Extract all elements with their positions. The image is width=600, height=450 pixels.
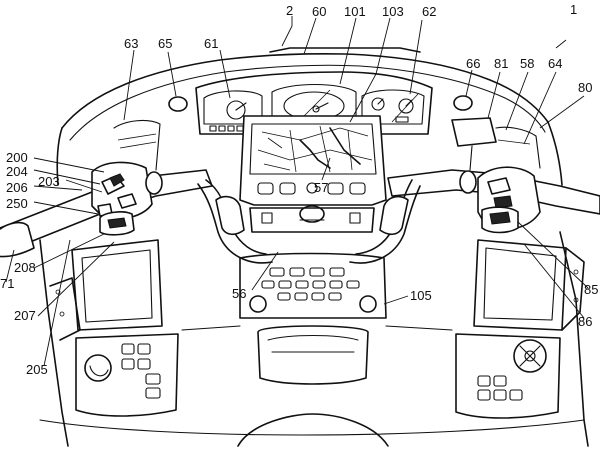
ref-label-101: 101 <box>344 4 366 19</box>
ref-label-62: 62 <box>422 4 436 19</box>
ref-label-206: 206 <box>6 180 28 195</box>
ref-label-103: 103 <box>382 4 404 19</box>
left-switch-unit <box>91 119 163 236</box>
ref-label-81: 81 <box>494 56 508 71</box>
center-gauge <box>271 83 357 123</box>
indicator-lamps <box>168 95 473 112</box>
ref-label-2: 2 <box>286 3 293 18</box>
console-buttons <box>249 267 377 313</box>
map-screen <box>257 125 373 173</box>
ref-label-63: 63 <box>124 36 138 51</box>
ref-label-203: 203 <box>38 174 60 189</box>
ref-label-56: 56 <box>232 286 246 301</box>
ref-label-208: 208 <box>14 260 36 275</box>
right-gauge <box>361 89 425 125</box>
ref-label-250: 250 <box>6 196 28 211</box>
ref-label-85: 85 <box>584 282 598 297</box>
ref-label-61: 61 <box>204 36 218 51</box>
center-console <box>239 205 387 385</box>
ref-label-204: 204 <box>6 164 28 179</box>
leader-lines <box>5 16 589 367</box>
ref-label-60: 60 <box>312 4 326 19</box>
fairing <box>56 47 563 186</box>
reference-numerals: 1 2 60 101 103 62 61 65 63 66 81 58 64 8… <box>0 2 598 377</box>
navigation-unit <box>239 115 387 206</box>
left-lower-panel <box>49 239 179 417</box>
ref-label-65: 65 <box>158 36 172 51</box>
ref-label-1: 1 <box>570 2 577 17</box>
ref-label-105: 105 <box>410 288 432 303</box>
ref-label-71: 71 <box>0 276 14 291</box>
ref-label-205: 205 <box>26 362 48 377</box>
right-lower-panel <box>455 239 585 419</box>
right-switch-unit <box>451 117 541 234</box>
ref-label-57: 57 <box>314 180 328 195</box>
ref-label-86: 86 <box>578 314 592 329</box>
ref-label-207: 207 <box>14 308 36 323</box>
ref-label-64: 64 <box>548 56 562 71</box>
ref-label-66: 66 <box>466 56 480 71</box>
ref-label-58: 58 <box>520 56 534 71</box>
ref-label-80: 80 <box>578 80 592 95</box>
ref-label-200: 200 <box>6 150 28 165</box>
lower-body <box>39 231 589 447</box>
